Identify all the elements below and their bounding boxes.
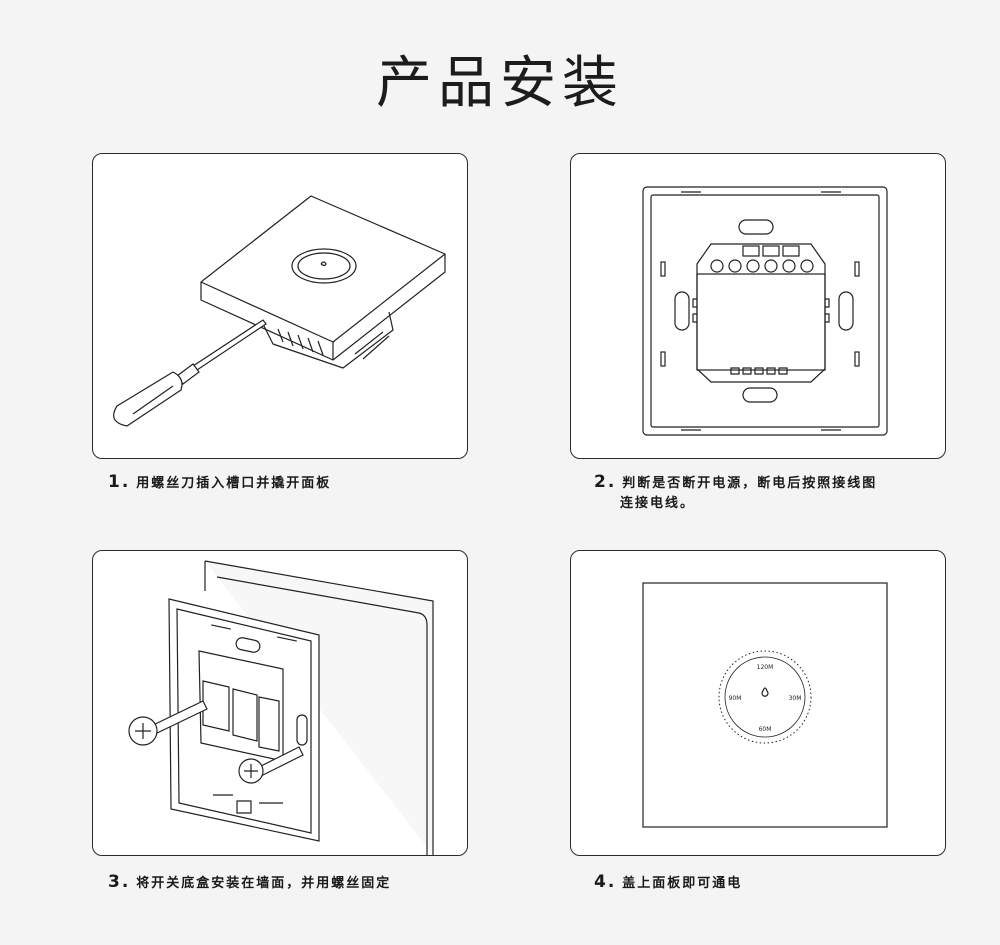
dial-label-top: 120M [757,664,774,671]
step-1-text: 用螺丝刀插入槽口并撬开面板 [136,476,332,491]
step-1-caption: 1. 用螺丝刀插入槽口并撬开面板 [108,472,331,494]
panel-pry-drawing [113,195,446,427]
dial-label-bottom: 60M [759,726,772,733]
step-4-text: 盖上面板即可通电 [622,876,743,891]
step-1-illustration [92,153,468,459]
dial-label-right: 30M [789,695,802,702]
step-2-caption: 2. 判断是否断开电源，断电后按照接线图 连接电线。 [594,472,877,514]
wall-mount-drawing [128,560,434,855]
step-3-text: 将开关底盒安装在墙面，并用螺丝固定 [136,876,392,891]
step-4-illustration: 120M 90M 30M 60M [570,550,946,856]
step-2-number: 2. [594,472,617,492]
finished-panel-drawing: 120M 90M 30M 60M [642,582,888,828]
page-title: 产品安装 [376,51,624,116]
step-2-text-line-2: 连接电线。 [620,496,696,511]
backbox-wiring-drawing [642,186,888,436]
step-2-text: 判断是否断开电源，断电后按照接线图 [622,476,878,491]
step-4-number: 4. [594,872,617,892]
step-4-caption: 4. 盖上面板即可通电 [594,872,742,894]
step-1-number: 1. [108,472,131,492]
dial-label-left: 90M [729,695,742,702]
step-2-illustration [570,153,946,459]
step-3-caption: 3. 将开关底盒安装在墙面，并用螺丝固定 [108,872,391,894]
step-3-number: 3. [108,872,131,892]
dial: 120M 90M 30M 60M [718,650,812,744]
step-3-illustration [92,550,468,856]
